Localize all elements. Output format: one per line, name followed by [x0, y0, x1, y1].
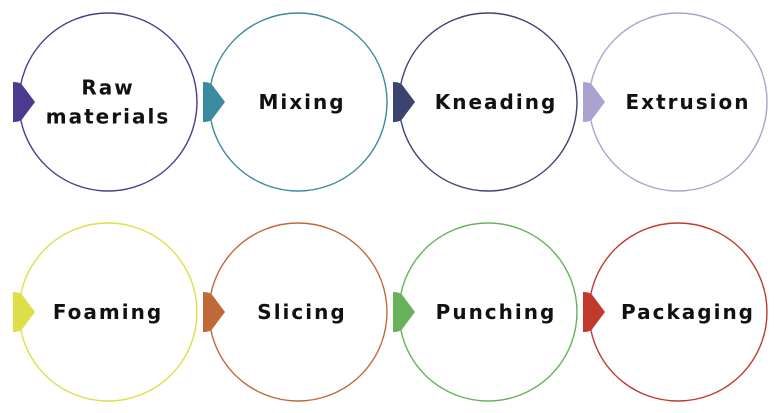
- step-slicing: Slicing: [203, 222, 388, 402]
- step-label: Raw materials: [46, 76, 170, 129]
- step-label-line: Extrusion: [626, 90, 751, 114]
- arrow-marker-icon: [13, 82, 35, 122]
- step-label: Mixing: [258, 90, 345, 114]
- step-label: Foaming: [53, 300, 163, 324]
- step-label-line: Kneading: [435, 90, 558, 114]
- arrow-marker-icon: [583, 292, 605, 332]
- step-label: Punching: [436, 300, 557, 324]
- step-raw-materials: Raw materials: [13, 12, 198, 192]
- arrow-marker-icon: [203, 82, 225, 122]
- arrow-marker-icon: [393, 292, 415, 332]
- arrow-marker-icon: [13, 292, 35, 332]
- step-label: Slicing: [257, 300, 346, 324]
- step-foaming: Foaming: [13, 222, 198, 402]
- step-label-line: Mixing: [258, 90, 345, 114]
- step-label-line: Packaging: [621, 300, 755, 324]
- step-label: Packaging: [621, 300, 755, 324]
- step-extrusion: Extrusion: [583, 12, 768, 192]
- step-kneading: Kneading: [393, 12, 578, 192]
- step-label-line: Punching: [436, 300, 557, 324]
- step-punching: Punching: [393, 222, 578, 402]
- arrow-marker-icon: [203, 292, 225, 332]
- step-packaging: Packaging: [583, 222, 768, 402]
- arrow-marker-icon: [393, 82, 415, 122]
- step-label: Kneading: [435, 90, 558, 114]
- step-label-line: Slicing: [257, 300, 346, 324]
- arrow-marker-icon: [583, 82, 605, 122]
- step-label-line: Foaming: [53, 300, 163, 324]
- step-label-line: materials: [46, 105, 170, 129]
- step-mixing: Mixing: [203, 12, 388, 192]
- step-circle: [18, 12, 198, 192]
- step-label-line: Raw: [81, 76, 134, 100]
- step-label: Extrusion: [626, 90, 751, 114]
